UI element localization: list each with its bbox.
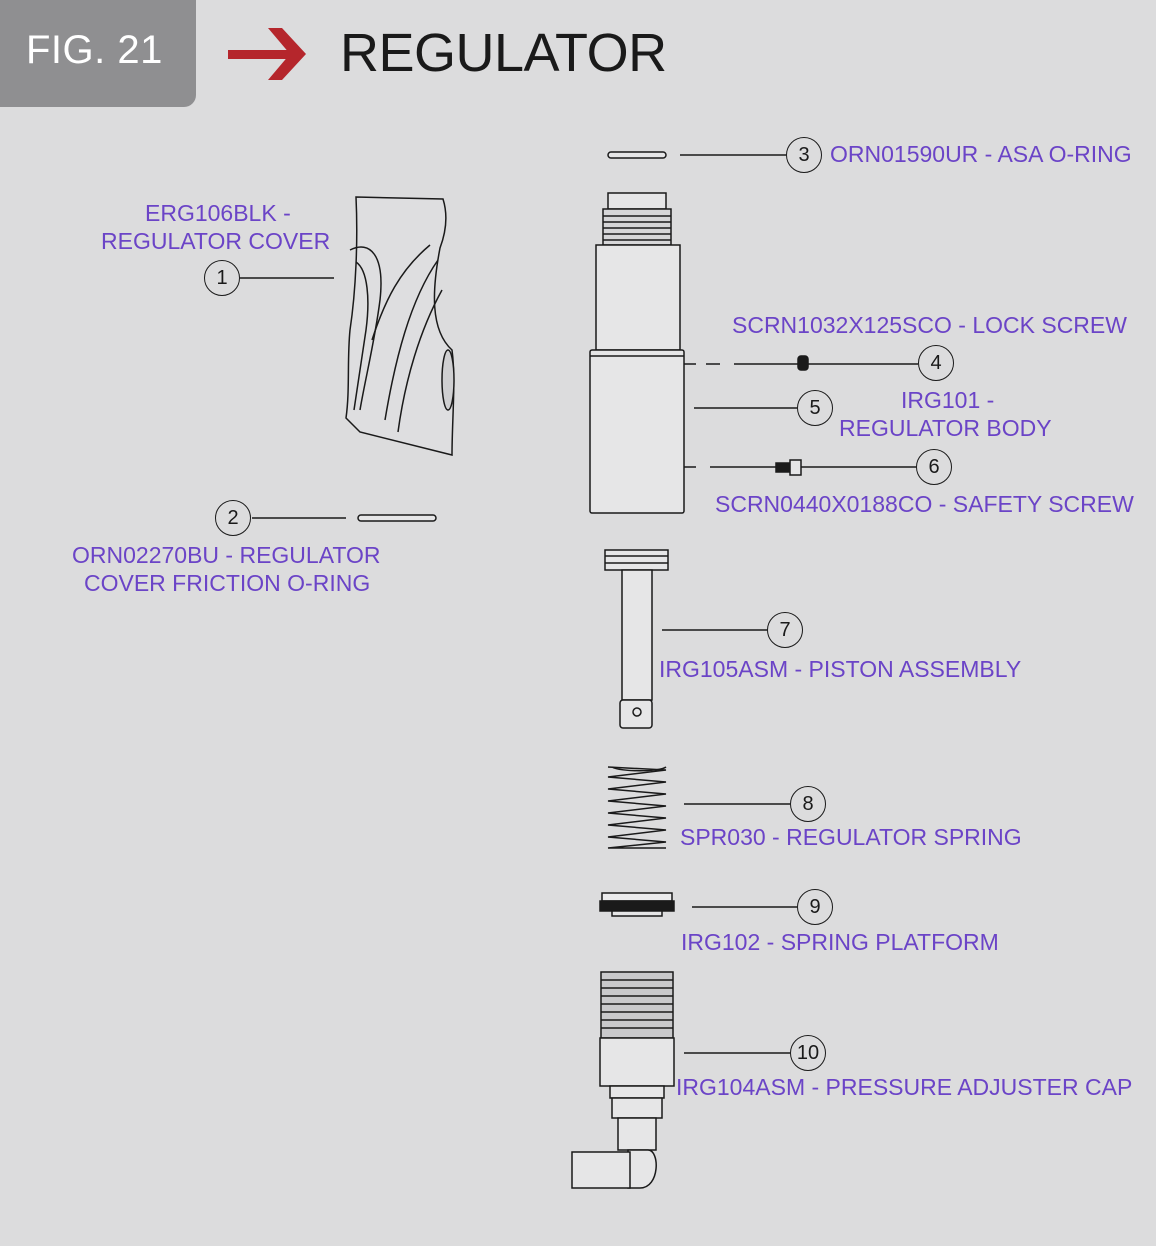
part-6-safety-screw-drawing [775,459,802,476]
figure-label: FIG. 21 [26,28,163,72]
part-4-label: SCRN1032X125SCO - LOCK SCREW [732,312,1127,338]
callout-1: 1 [204,260,240,296]
callout-2: 2 [215,500,251,536]
part-2-label-line-1: ORN02270BU - REGULATOR [72,542,381,568]
part-7-label: IRG105ASM - PISTON ASSEMBLY [659,656,1022,682]
callout-7: 7 [767,612,803,648]
part-9-label: IRG102 - SPRING PLATFORM [681,929,999,955]
arrow-right-icon [228,28,306,80]
part-4-lock-screw-drawing [797,355,809,371]
part-2-label-line-2: COVER FRICTION O-RING [84,570,371,596]
part-5-label-line-2: REGULATOR BODY [839,415,1052,441]
part-7-piston-assembly-drawing [604,549,669,729]
page-title: REGULATOR [340,23,667,83]
callout-10: 10 [790,1035,826,1071]
part-8-label: SPR030 - REGULATOR SPRING [680,824,1022,850]
callout-6: 6 [916,449,952,485]
callout-3: 3 [786,137,822,173]
part-1-label-line-2: REGULATOR COVER [101,228,331,254]
callout-8: 8 [790,786,826,822]
part-10-label: IRG104ASM - PRESSURE ADJUSTER CAP [676,1074,1133,1100]
part-9-spring-platform-drawing [599,892,675,917]
part-1-label-line-1: ERG106BLK - [145,200,291,226]
callout-5: 5 [797,390,833,426]
part-2-oring-drawing [357,514,437,522]
callout-4: 4 [918,345,954,381]
part-1-regulator-cover-drawing [345,196,455,456]
figure-badge: FIG. 21 [0,0,196,107]
part-3-oring-drawing [607,151,667,159]
callout-9: 9 [797,889,833,925]
part-5-label-line-1: IRG101 - [901,387,995,413]
leader-lines [240,154,918,1054]
part-5-regulator-body-drawing [589,192,685,514]
part-3-label: ORN01590UR - ASA O-RING [830,141,1132,167]
part-10-pressure-adjuster-cap-drawing [571,971,675,1189]
part-8-spring-drawing [607,766,667,849]
part-6-label: SCRN0440X0188CO - SAFETY SCREW [715,491,1134,517]
